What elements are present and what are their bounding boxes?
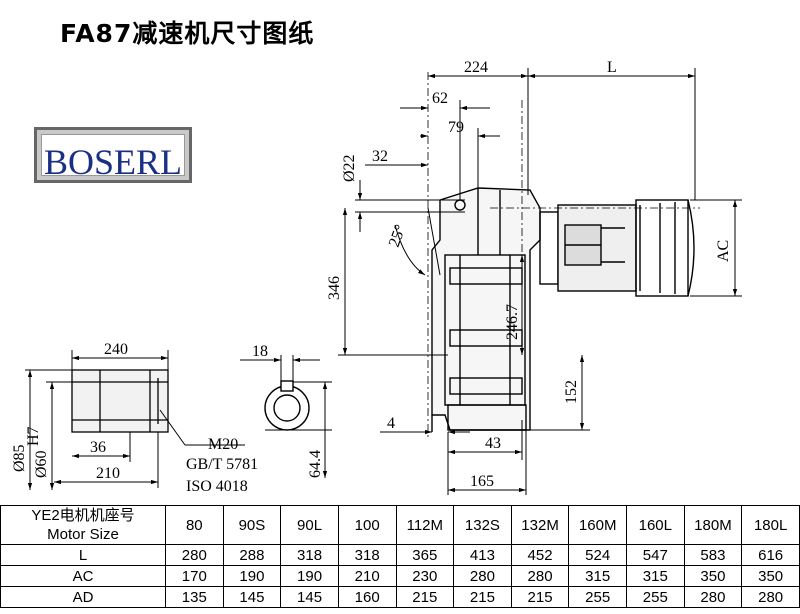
table-row: AD 135 145 145 160 215 215 215 255 255 2… [0,586,800,608]
dimension-texts: 224 L 62 79 Ø22 32 25° 346 246.7 AC 152 … [11,59,732,495]
size-cell: 112M [395,505,455,545]
table-cell: 170 [165,565,224,587]
brand-logo: BOSERL [34,127,192,183]
dim-64-4: 64.4 [307,450,324,478]
table-cell: 160 [337,586,397,608]
bolt-spec-gb: GB/T 5781 [186,456,258,473]
table-cell: 215 [510,586,570,608]
size-cell: 180M [683,505,743,545]
table-header-cell: YE2电机机座号 Motor Size [0,505,166,545]
size-cell: 180L [741,505,800,545]
table-cell: 210 [337,565,397,587]
header-line-en: Motor Size [47,526,119,543]
dim-36: 36 [90,439,106,456]
dim-346: 346 [326,276,343,300]
table-cell: 318 [337,544,397,566]
motor-size-table: YE2电机机座号 Motor Size 80 90S 90L 100 112M … [0,505,800,608]
row-label: AC [0,565,166,587]
dim-79: 79 [448,119,464,136]
table-cell: 452 [510,544,570,566]
dim-L: L [607,59,617,76]
table-cell: 288 [222,544,282,566]
table-cell: 280 [510,565,570,587]
gearbox-outline [431,187,541,432]
dim-22: Ø22 [341,154,358,182]
table-cell: 215 [395,586,455,608]
dim-43: 43 [485,435,501,452]
size-cell: 160L [626,505,685,545]
hollow-shaft-view [71,369,169,433]
table-cell: 315 [626,565,685,587]
dim-165: 165 [470,473,494,490]
keyway-dimension-lines [240,355,332,478]
table-cell: 145 [222,586,282,608]
logo-frame: BOSERL [41,134,185,182]
table-cell: 230 [395,565,455,587]
row-label: L [0,544,166,566]
dimension-lines [338,68,742,495]
page-title: FA87减速机尺寸图纸 [60,19,315,48]
keyway-section [264,380,310,431]
dim-18: 18 [252,343,268,360]
table-cell: 280 [165,544,224,566]
header-line-cn: YE2电机机座号 [31,507,135,524]
table-cell: 255 [626,586,685,608]
table-cell: 190 [222,565,282,587]
table-cell: 413 [453,544,512,566]
table-cell: 547 [626,544,685,566]
size-cell: 132S [453,505,512,545]
size-cell: 160M [568,505,627,545]
dim-60-tolerance: H7 [25,426,42,446]
dim-32: 32 [372,148,388,165]
dim-4: 4 [387,415,395,432]
table-cell: 616 [741,544,800,566]
bolt-spec-iso: ISO 4018 [186,478,248,495]
table-cell: 365 [395,544,455,566]
size-cell: 132M [510,505,570,545]
dim-angle: 25° [386,222,410,249]
dim-AC: AC [715,240,732,262]
table-cell: 145 [280,586,339,608]
bolt-spec-m20: M20 [208,436,238,453]
table-cell: 315 [568,565,627,587]
dim-85: Ø85 [11,444,28,472]
size-cell: 80 [165,505,224,545]
table-header-row: YE2电机机座号 Motor Size 80 90S 90L 100 112M … [0,505,800,545]
table-cell: 215 [453,586,512,608]
size-cell: 90L [280,505,339,545]
logo-text: BOSERL [43,142,183,182]
table-row: L 280 288 318 318 365 413 452 524 547 58… [0,544,800,566]
table-cell: 318 [280,544,339,566]
table-cell: 583 [683,544,743,566]
dim-240: 240 [104,341,128,358]
table-cell: 135 [165,586,224,608]
size-cell: 100 [337,505,397,545]
size-cell: 90S [222,505,282,545]
table-cell: 255 [568,586,627,608]
dim-210: 210 [96,465,120,482]
dim-224: 224 [464,59,488,76]
table-cell: 350 [741,565,800,587]
table-cell: 524 [568,544,627,566]
motor-outline [539,199,695,297]
shaft-dimension-lines [25,350,245,490]
dim-152: 152 [563,380,580,404]
table-row: AC 170 190 190 210 230 280 280 315 315 3… [0,565,800,587]
table-cell: 280 [741,586,800,608]
dim-60: Ø60 [33,450,50,478]
table-cell: 190 [280,565,339,587]
table-cell: 280 [683,586,743,608]
table-cell: 280 [453,565,512,587]
dim-246-7: 246.7 [504,304,521,340]
row-label: AD [0,586,166,608]
table-cell: 350 [683,565,743,587]
technical-drawing: 224 L 62 79 Ø22 32 25° 346 246.7 AC 152 … [11,59,742,495]
dim-62: 62 [432,90,448,107]
